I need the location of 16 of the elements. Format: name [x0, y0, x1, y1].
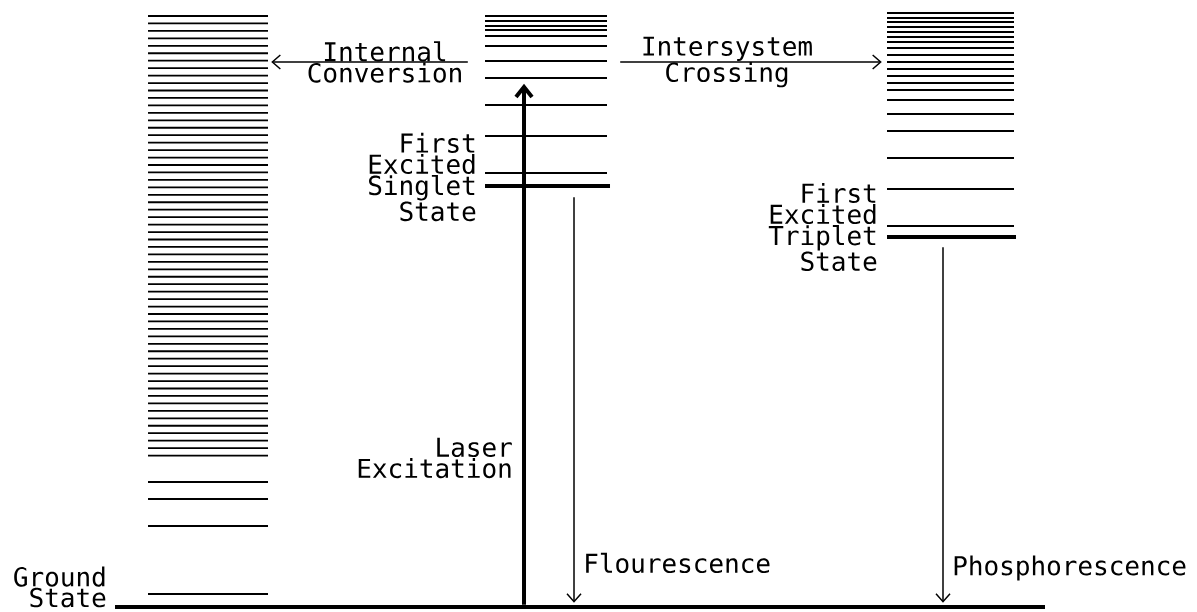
- arrow: [271, 54, 469, 70]
- edge-label: Internal Conversion: [308, 41, 461, 83]
- edge-label: Laser Excitation: [358, 437, 512, 479]
- edge-label: Flourescence: [586, 552, 770, 574]
- energy-levels-drawing: [147, 15, 269, 595]
- state-label: First Excited Triplet State: [768, 182, 877, 272]
- state-label: Ground State: [14, 566, 106, 608]
- arrow: [514, 83, 534, 605]
- arrow: [935, 246, 951, 603]
- energy-levels-drawing: [886, 12, 1016, 239]
- arrow: [566, 196, 582, 603]
- arrow: [619, 54, 882, 70]
- state-label: First Excited Singlet State: [369, 132, 476, 222]
- edge-label: Phosphorescence: [954, 555, 1186, 581]
- edge-label: Intersystem Crossing: [643, 36, 812, 88]
- energy-levels-drawing: [484, 15, 610, 188]
